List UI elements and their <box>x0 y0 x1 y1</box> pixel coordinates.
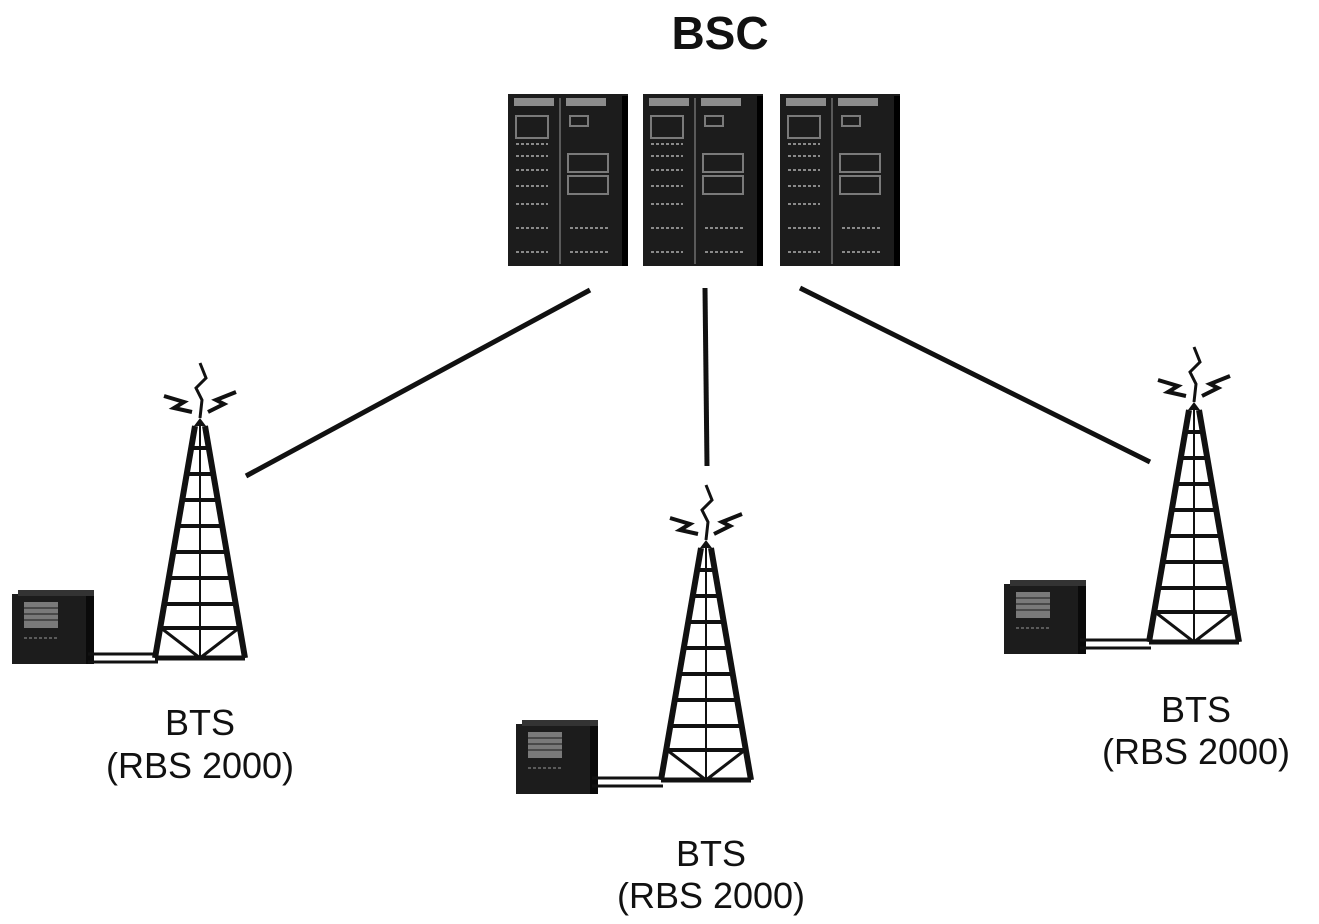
bsc-server-racks <box>507 93 901 267</box>
bts-equipment-cabinet-icon <box>515 719 599 795</box>
bts-left-model: (RBS 2000) <box>105 745 295 786</box>
radio-tower-icon <box>1149 347 1239 642</box>
bts-center-name: BTS <box>675 833 746 874</box>
bts-center-model: (RBS 2000) <box>616 875 806 916</box>
bts-site-center <box>515 485 751 795</box>
link-bsc-to-bts-center <box>702 287 710 467</box>
bsc-label: BSC <box>671 7 769 59</box>
bts-left-name: BTS <box>164 702 235 743</box>
link-bsc-to-bts-left <box>244 287 592 479</box>
bts-equipment-cabinet-icon <box>1003 579 1087 655</box>
bts-site-right <box>1003 347 1239 655</box>
radio-tower-icon <box>155 363 245 658</box>
bts-equipment-cabinet-icon <box>11 589 95 665</box>
radio-tower-icon <box>661 485 751 780</box>
bsc-cabinet-3 <box>779 93 901 267</box>
bsc-cabinet-1 <box>507 93 629 267</box>
bts-right-model: (RBS 2000) <box>1101 731 1291 772</box>
bsc-cabinet-2 <box>642 93 764 267</box>
link-bsc-to-bts-right <box>798 285 1152 465</box>
bts-right-name: BTS <box>1160 689 1231 730</box>
bts-site-left <box>11 363 245 665</box>
